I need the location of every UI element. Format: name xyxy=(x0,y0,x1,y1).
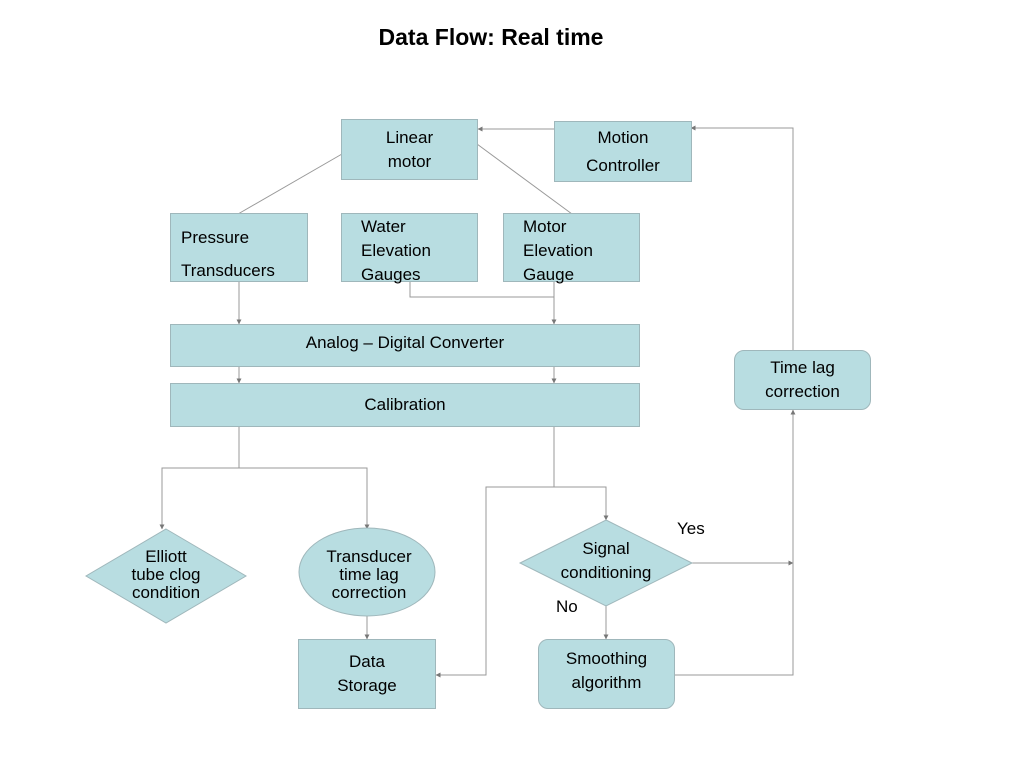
signal-line-1: Signal xyxy=(582,539,630,558)
edge-water-gauges xyxy=(409,281,554,298)
linear-motor-node: Linear motor xyxy=(341,119,478,180)
time-lag-line-1: Time lag xyxy=(770,358,835,377)
data-storage-line-1: Data xyxy=(349,652,385,671)
elliott-line-2: tube clog xyxy=(131,565,201,584)
pressure-transducers-line-2: Transducers xyxy=(181,261,275,280)
smoothing-line-2: algorithm xyxy=(571,673,642,692)
transducer-time-lag-ellipse xyxy=(298,527,436,617)
transducer-line-2: time lag xyxy=(339,565,399,584)
signal-line-2: conditioning xyxy=(560,563,652,582)
water-elevation-gauges-node: Water Elevation Gauges xyxy=(341,213,478,284)
data-storage-line-2: Storage xyxy=(337,676,397,695)
no-label: No xyxy=(556,597,578,616)
adc-label: Analog – Digital Converter xyxy=(305,333,505,352)
motor-elevation-line-2: Elevation xyxy=(523,241,593,260)
elliott-tube-text: Elliott tube clog condition xyxy=(106,548,226,602)
pressure-transducers-line-1: Pressure xyxy=(181,228,250,247)
calibration-node: Calibration xyxy=(170,383,640,427)
edge-cal-to-storage-and-signal xyxy=(435,426,555,678)
elliott-line-3: condition xyxy=(131,583,201,602)
edge-cal-left-branch xyxy=(159,426,240,530)
edge-motor-elevation xyxy=(476,143,573,215)
linear-motor-line-1: Linear xyxy=(385,127,434,147)
water-elevation-line-3: Gauges xyxy=(361,265,421,284)
signal-conditioning-text: Signal conditioning xyxy=(546,537,666,585)
motor-elevation-gauge-node: Motor Elevation Gauge xyxy=(503,213,640,284)
elliott-line-1: Elliott xyxy=(145,547,187,566)
edge-motor-pressure xyxy=(237,153,343,215)
edge-timelag-controller xyxy=(690,125,794,350)
transducer-line-1: Transducer xyxy=(326,547,412,566)
smoothing-line-1: Smoothing xyxy=(565,649,648,668)
water-elevation-line-2: Elevation xyxy=(361,241,431,260)
yes-label: Yes xyxy=(677,519,705,538)
motor-elevation-line-3: Gauge xyxy=(523,265,575,284)
edge-cal-to-signal xyxy=(486,486,609,521)
edge-cal-to-transducer xyxy=(239,467,370,530)
water-elevation-line-1: Water xyxy=(361,217,406,236)
signal-conditioning-diamond xyxy=(518,519,694,607)
diagram-title: Data Flow: Real time xyxy=(378,24,604,50)
pressure-transducers-node: Pressure Transducers xyxy=(170,213,308,282)
motion-controller-line-1: Motion xyxy=(597,127,649,147)
smoothing-algorithm-node: Smoothing algorithm xyxy=(538,639,675,709)
motion-controller-node: Motion Controller xyxy=(554,121,692,182)
calibration-label: Calibration xyxy=(364,395,446,414)
transducer-line-3: correction xyxy=(331,583,407,602)
transducer-time-lag-text: Transducer time lag correction xyxy=(309,548,429,602)
time-lag-line-2: correction xyxy=(765,382,840,401)
motion-controller-line-2: Controller xyxy=(586,155,660,175)
motor-elevation-line-1: Motor xyxy=(523,217,567,236)
time-lag-correction-node: Time lag correction xyxy=(734,350,871,410)
edge-smoothing-feedback xyxy=(675,409,796,676)
data-storage-node: Data Storage xyxy=(298,639,436,709)
elliott-tube-diamond xyxy=(85,528,247,624)
linear-motor-line-2: motor xyxy=(387,151,432,171)
adc-node: Analog – Digital Converter xyxy=(170,324,640,367)
